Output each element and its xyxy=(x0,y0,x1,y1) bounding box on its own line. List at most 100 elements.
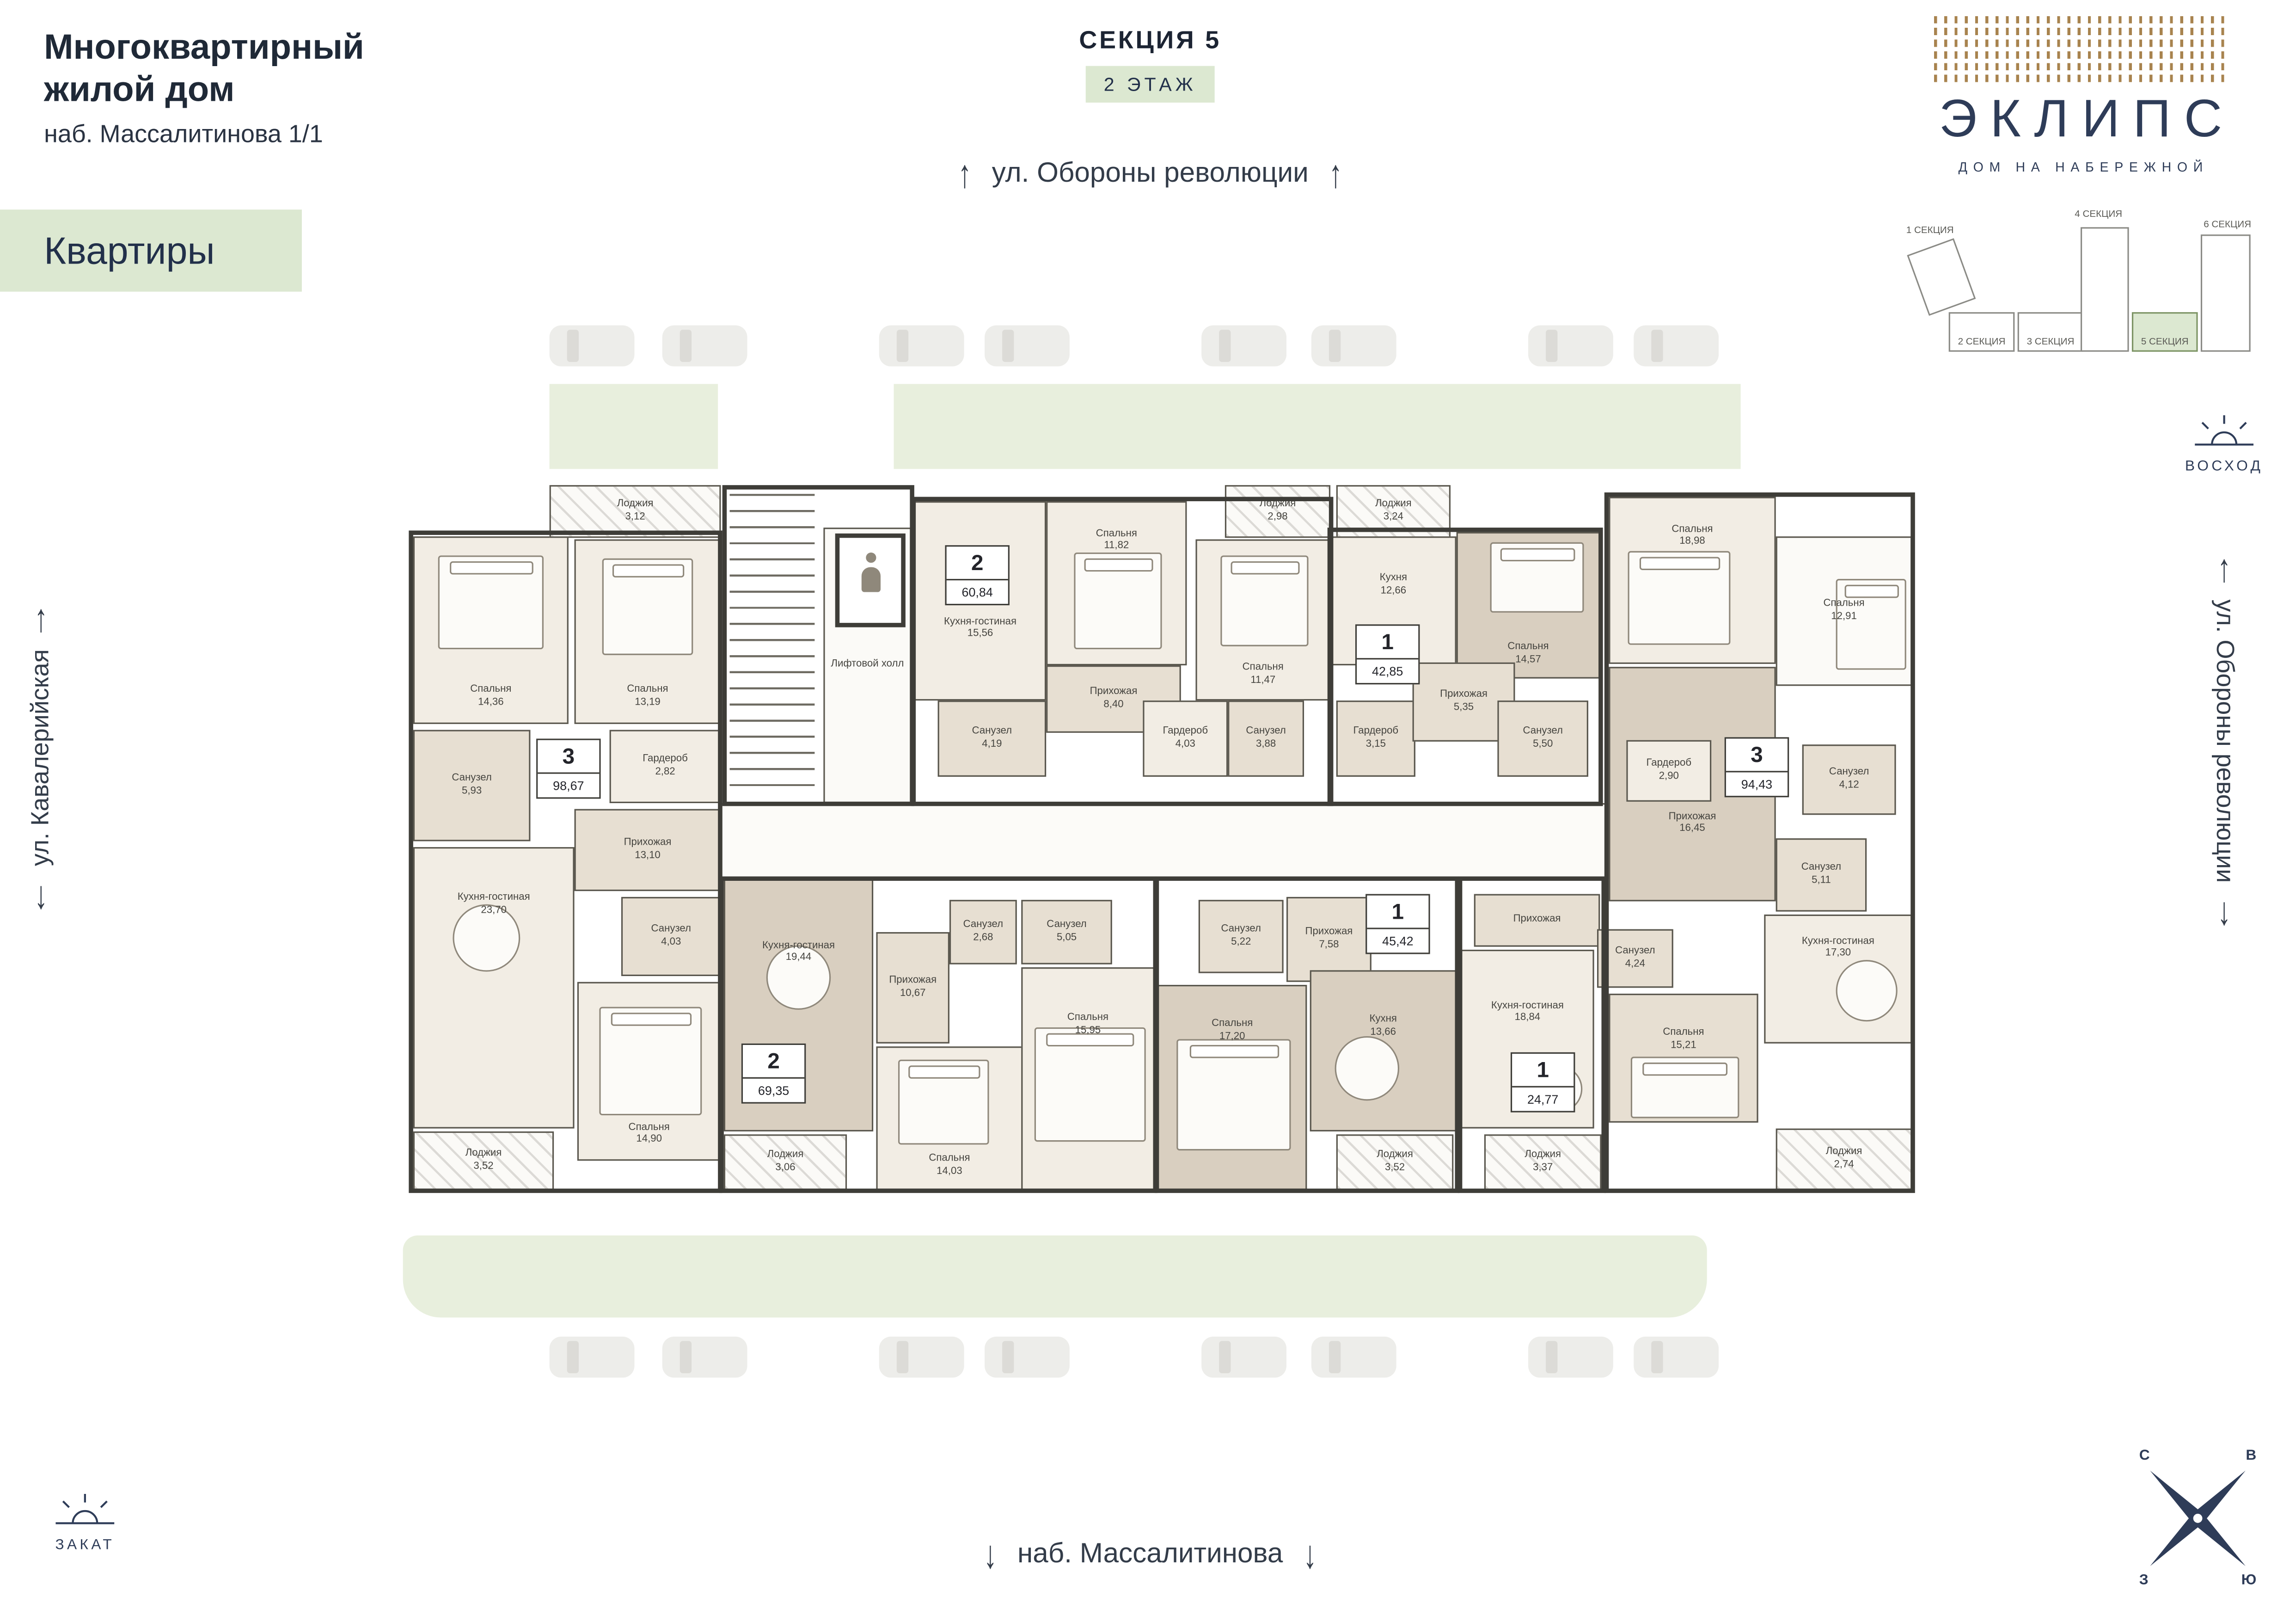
bed-icon xyxy=(1628,551,1731,645)
street-label-top: ↑ ул. Обороны революции ↑ xyxy=(864,151,1436,195)
stairs-icon xyxy=(729,494,815,796)
bed-icon xyxy=(1836,579,1906,670)
street-right-text: ул. Обороны революции xyxy=(2211,599,2239,883)
sunrise-icon xyxy=(2195,415,2253,446)
apartment-outline[interactable] xyxy=(1327,528,1603,806)
table-icon xyxy=(1335,1036,1400,1101)
section-title: СЕКЦИЯ 5 xyxy=(1079,26,1221,55)
apartment-outline[interactable] xyxy=(1604,492,1915,1193)
section-map-box[interactable]: 2 СЕКЦИЯ xyxy=(1948,312,2015,352)
section-map-label: 1 СЕКЦИЯ xyxy=(1906,226,1954,236)
section-map-box[interactable] xyxy=(2080,227,2129,352)
logo-tagline: ДОМ НА НАБЕРЕЖНОЙ xyxy=(1958,160,2209,175)
street-label-bottom: ↓ наб. Массалитинова ↓ xyxy=(864,1532,1436,1576)
section-map-box[interactable]: 5 СЕКЦИЯ xyxy=(2131,312,2198,352)
car-icon xyxy=(662,325,747,367)
apartment-outline[interactable] xyxy=(409,530,722,1193)
sunset-label: ЗАКАТ xyxy=(55,1537,115,1554)
car-icon xyxy=(1201,1336,1286,1378)
car-icon xyxy=(1528,1336,1613,1378)
table-icon xyxy=(453,904,520,972)
car-icon xyxy=(985,325,1070,367)
compass-rose-icon xyxy=(2150,1470,2246,1567)
arrow-down-icon: ↓ xyxy=(2217,890,2231,934)
floor-badge[interactable]: 2 ЭТАЖ xyxy=(1086,66,1214,103)
compass-west: З xyxy=(2139,1573,2149,1589)
section-map-box[interactable] xyxy=(2200,234,2251,352)
logo-pattern-icon xyxy=(1934,14,2227,82)
section-map-box[interactable] xyxy=(1907,238,1976,316)
arrow-down-icon: ↓ xyxy=(984,1532,997,1576)
car-icon xyxy=(1311,325,1396,367)
logo-name: ЭКЛИПС xyxy=(1939,88,2235,148)
car-icon xyxy=(879,1336,964,1378)
section-map-box[interactable]: 3 СЕКЦИЯ xyxy=(2017,312,2084,352)
apartment-outline[interactable] xyxy=(911,497,1334,806)
bed-icon xyxy=(599,1007,702,1116)
elevator-icon xyxy=(835,533,906,627)
sunrise-label: ВОСХОД xyxy=(2185,459,2264,475)
sunset-icon xyxy=(55,1493,115,1524)
arrow-up-icon: ↑ xyxy=(34,596,48,640)
street-label-left: ↑ ул. Кавалерийская ↓ xyxy=(26,596,55,917)
apartment-outline[interactable] xyxy=(1154,876,1460,1193)
apartment-outline[interactable] xyxy=(719,876,1158,1193)
title-line1: Многоквартирный xyxy=(44,28,364,68)
apartments-badge[interactable]: Квартиры xyxy=(0,209,302,292)
title-line2: жилой дом xyxy=(44,70,235,110)
bed-icon xyxy=(898,1059,989,1145)
arrow-down-icon: ↓ xyxy=(1303,1532,1317,1576)
section-map-label: 6 СЕКЦИЯ xyxy=(2204,220,2251,230)
apartment-outline[interactable] xyxy=(1457,876,1606,1193)
car-icon xyxy=(549,325,635,367)
